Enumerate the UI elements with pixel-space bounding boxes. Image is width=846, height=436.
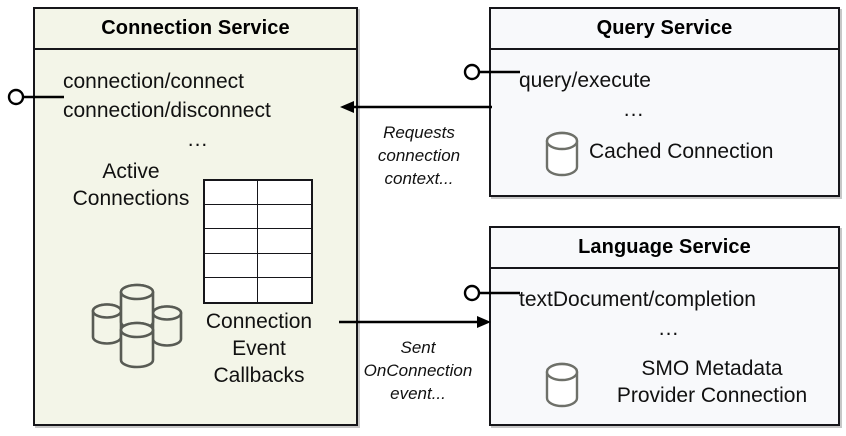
lollipop-icon-connection-service[interactable] [6, 85, 66, 109]
grid-cell [205, 277, 258, 302]
store-label-line-2: Connections [72, 187, 190, 210]
component-title-connection-service: Connection Service [35, 9, 356, 50]
store-label-line-1: Active [102, 160, 160, 183]
grid-cell [258, 229, 311, 254]
operation-ellipsis-connection-service: ... [187, 128, 209, 151]
operation-connection-connect[interactable]: connection/connect [63, 70, 244, 93]
grid-cell [258, 205, 311, 230]
component-language-service[interactable]: Language Service textDocument/completion… [489, 226, 840, 426]
grid-label-connection-event-callbacks: Connection Event Callbacks [185, 308, 333, 389]
grid-label-line-2: Event [232, 337, 286, 360]
connector-query-to-connection [338, 96, 494, 118]
edge-label-line-3: event... [390, 384, 446, 403]
grid-cell [205, 253, 258, 278]
component-body-query-service: query/execute ... Cached Connection [491, 50, 838, 195]
grid-cell [258, 253, 311, 278]
operation-ellipsis-language-service: ... [658, 317, 680, 340]
connector-connection-to-language [337, 311, 493, 333]
operation-query-execute[interactable]: query/execute [519, 69, 651, 92]
component-title-query-service: Query Service [491, 9, 838, 50]
lollipop-icon-language-service[interactable] [462, 281, 522, 305]
component-query-service[interactable]: Query Service query/execute ... Cached C… [489, 7, 840, 197]
edge-label-line-1: Requests [383, 123, 455, 142]
operation-ellipsis-query-service: ... [623, 98, 645, 121]
edge-label-line-2: connection [377, 146, 461, 165]
operation-list-query-service: query/execute ... [519, 66, 749, 124]
database-icon [544, 361, 580, 409]
operation-list-language-service: textDocument/completion ... [519, 285, 819, 343]
store-label-active-connections: Active Connections [43, 158, 219, 212]
grid-cell [205, 205, 258, 230]
edge-label-line-3: context... [384, 169, 454, 188]
component-body-connection-service: connection/connect connection/disconnect… [35, 50, 356, 424]
component-title-language-service: Language Service [491, 228, 838, 269]
store-label-line-2: Provider Connection [616, 384, 808, 407]
connector-label-requests-connection-context: Requests connection context... [356, 121, 482, 190]
grid-label-line-3: Callbacks [213, 364, 305, 387]
database-icon [544, 130, 580, 178]
table-grid-icon [203, 179, 313, 304]
edge-label-line-1: Sent [400, 338, 436, 357]
grid-label-line-1: Connection [205, 310, 313, 333]
operation-list-connection-service: connection/connect connection/disconnect… [63, 67, 333, 154]
component-connection-service[interactable]: Connection Service connection/connect co… [33, 7, 358, 426]
store-label-text: Cached Connection [589, 140, 774, 163]
operation-connection-disconnect[interactable]: connection/disconnect [63, 99, 271, 122]
grid-cell [258, 181, 311, 206]
component-body-language-service: textDocument/completion ... SMO Metadata… [491, 269, 838, 424]
connector-label-sent-onconnection-event: Sent OnConnection event... [350, 336, 486, 405]
grid-cell [205, 181, 258, 206]
store-label-cached-connection: Cached Connection [589, 138, 819, 165]
database-cluster-icon [83, 278, 193, 374]
store-label-line-1: SMO Metadata [641, 357, 783, 380]
grid-cell [258, 277, 311, 302]
operation-textdocument-completion[interactable]: textDocument/completion [519, 288, 756, 311]
grid-cell [205, 229, 258, 254]
store-label-smo-metadata-provider-connection: SMO Metadata Provider Connection [587, 355, 837, 409]
lollipop-icon-query-service[interactable] [462, 60, 522, 84]
edge-label-line-2: OnConnection [363, 361, 473, 380]
